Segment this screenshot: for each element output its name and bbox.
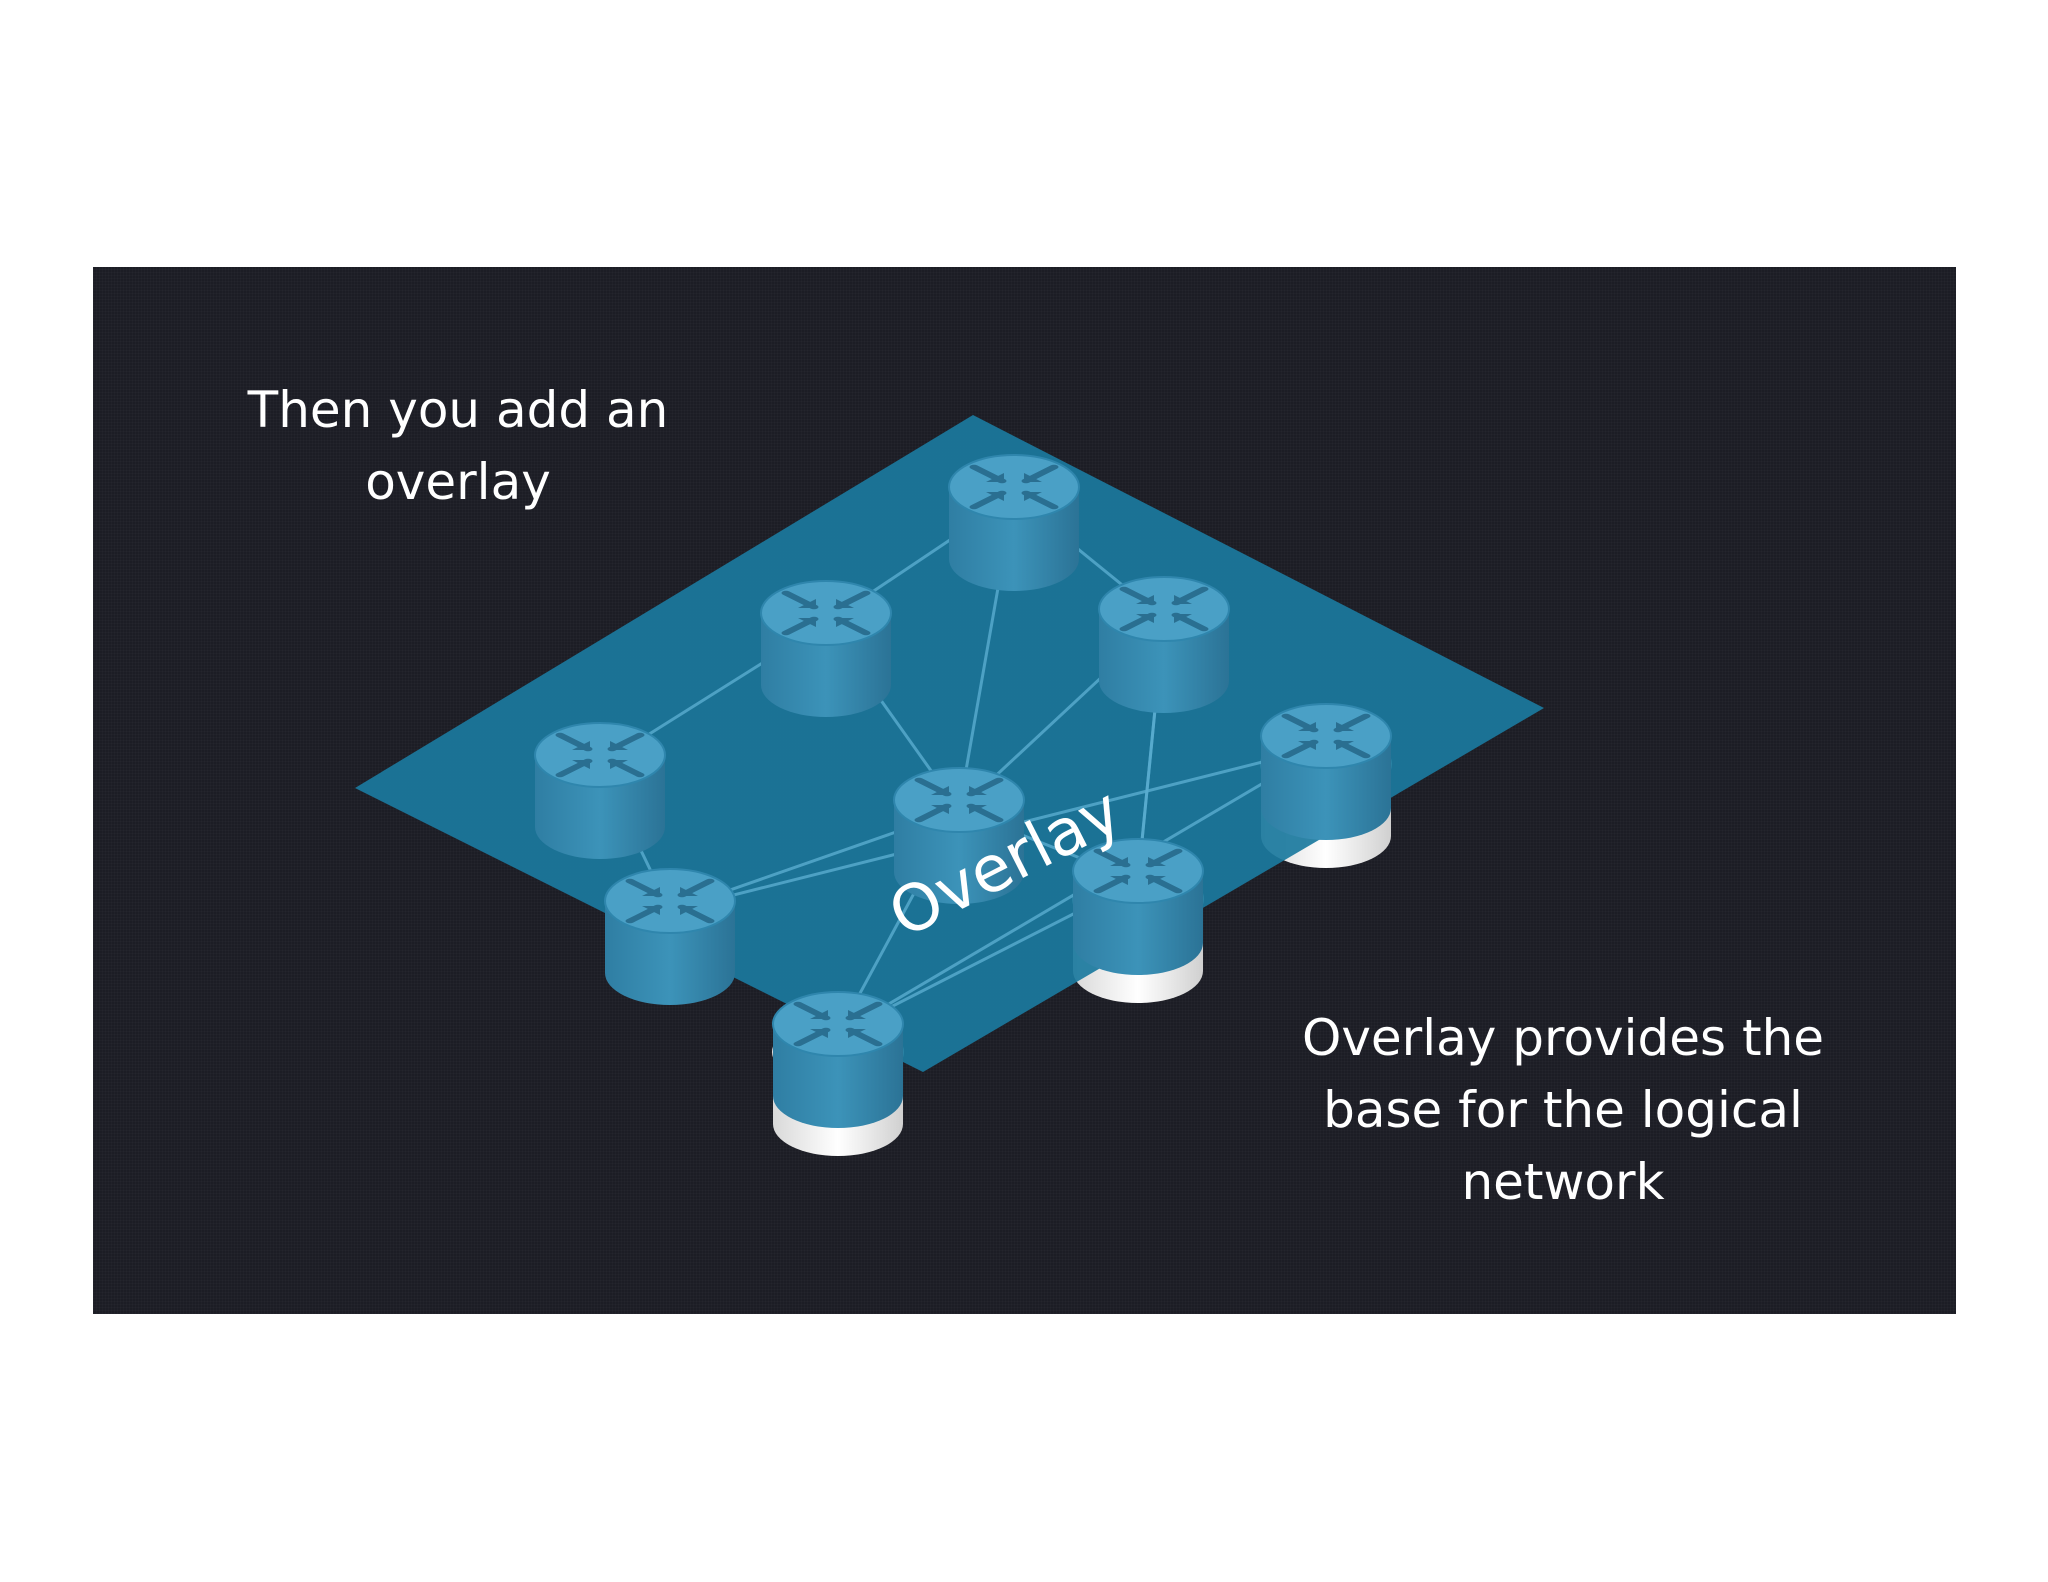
router: [893, 767, 1025, 904]
router-icon: [625, 878, 715, 924]
router: [948, 454, 1080, 591]
router: [1098, 576, 1230, 713]
router: [604, 868, 736, 1005]
slide: Overlay Then you add an overlay Overlay …: [93, 267, 1956, 1314]
router-icon: [1119, 586, 1209, 632]
router-icon: [1093, 848, 1183, 894]
router-icon: [793, 1001, 883, 1047]
router-icon: [969, 464, 1059, 510]
router: [1072, 838, 1204, 975]
router-icon: [1281, 713, 1371, 759]
router: [534, 722, 666, 859]
router: [1260, 703, 1392, 840]
caption-bottom: Overlay provides the base for the logica…: [1301, 1009, 1825, 1211]
overlay-diagram: Overlay: [355, 415, 1544, 1156]
router: [760, 580, 892, 717]
router: [772, 991, 904, 1128]
routers: [534, 454, 1392, 1128]
router-icon: [555, 732, 645, 778]
router-icon: [914, 777, 1004, 823]
caption-top: Then you add an overlay: [247, 381, 669, 511]
router-icon: [781, 590, 871, 636]
